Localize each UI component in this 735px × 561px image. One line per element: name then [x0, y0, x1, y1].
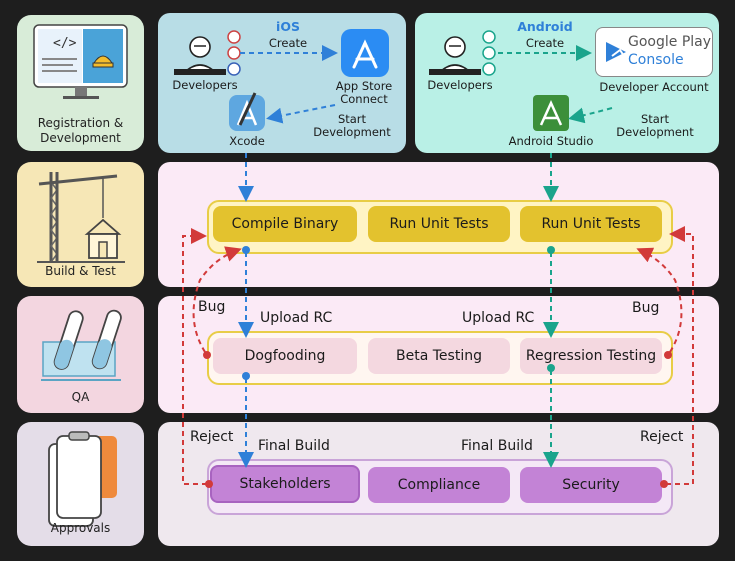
console-line2: Console: [628, 52, 684, 68]
stage-approvals: Approvals: [17, 422, 144, 546]
app-store-label: App Store Connect: [335, 79, 393, 106]
xcode-label: Xcode: [229, 134, 265, 148]
ios-create-label: Create: [268, 36, 308, 50]
upload-rc-right-label: Upload RC: [462, 310, 535, 326]
reject-left-label: Reject: [190, 429, 234, 445]
stakeholders-box: Stakeholders: [210, 465, 360, 503]
reject-right-label: Reject: [640, 429, 684, 445]
google-play-icon: [606, 42, 626, 62]
compile-binary-box: Compile Binary: [213, 206, 357, 242]
google-play-console-box: Google Play Console: [595, 27, 713, 77]
app-store-icon: [341, 29, 389, 77]
android-studio-icon: [533, 95, 569, 131]
crane-icon: [37, 172, 125, 263]
reject-right-arrow: [666, 226, 694, 485]
android-studio-label: Android Studio: [508, 134, 594, 148]
dogfooding-box: Dogfooding: [213, 338, 357, 374]
ios-title: iOS: [276, 19, 300, 34]
stage-label-registration: Registration & Development: [37, 116, 124, 145]
ios-start-dev-label: Start Development: [313, 112, 391, 139]
final-build-right-label: Final Build: [461, 438, 533, 454]
compliance-box: Compliance: [368, 467, 510, 503]
android-start-dev-arrow: [568, 107, 613, 124]
stage-label-approvals: Approvals: [50, 521, 111, 535]
svg-text:</>: </>: [53, 36, 77, 51]
stage-label-build: Build & Test: [45, 264, 116, 278]
bug-left-arrow: [192, 246, 242, 353]
stage-registration: </> Registration & Development: [17, 15, 144, 151]
android-start-dev-label: Start Development: [616, 112, 694, 139]
bug-right-arrow: [636, 247, 683, 353]
developer-account-label: Developer Account: [599, 80, 709, 94]
clipboard-icon: [48, 431, 117, 527]
beta-testing-box: Beta Testing: [368, 338, 510, 374]
run-unit-tests-android-box: Run Unit Tests: [520, 206, 662, 242]
android-developer-icon: [429, 30, 496, 76]
reject-left-arrow: [182, 228, 207, 485]
android-panel: Android Create Google Play Console Devel…: [415, 13, 719, 153]
monitor-icon: </>: [33, 24, 128, 99]
run-unit-tests-ios-box: Run Unit Tests: [368, 206, 510, 242]
upload-rc-left-label: Upload RC: [260, 310, 333, 326]
ios-start-dev-arrow: [266, 104, 336, 124]
android-create-label: Create: [525, 36, 565, 50]
regression-testing-box: Regression Testing: [520, 338, 662, 374]
ios-developer-icon: [174, 30, 241, 76]
ios-developers-label: Developers: [172, 78, 238, 92]
xcode-icon: [229, 92, 265, 131]
security-box: Security: [520, 467, 662, 503]
bug-left-label: Bug: [198, 299, 226, 315]
stage-qa: QA: [17, 296, 144, 413]
android-title: Android: [517, 19, 573, 34]
console-line1: Google Play: [628, 34, 712, 50]
ios-panel: iOS Create Developers App Store Connect …: [158, 13, 406, 153]
final-build-left-label: Final Build: [258, 438, 330, 454]
bug-right-label: Bug: [632, 300, 660, 316]
test-tubes-icon: [41, 309, 122, 381]
stage-label-qa: QA: [71, 390, 90, 404]
stage-build: Build & Test: [17, 162, 144, 287]
android-developers-label: Developers: [427, 78, 493, 92]
